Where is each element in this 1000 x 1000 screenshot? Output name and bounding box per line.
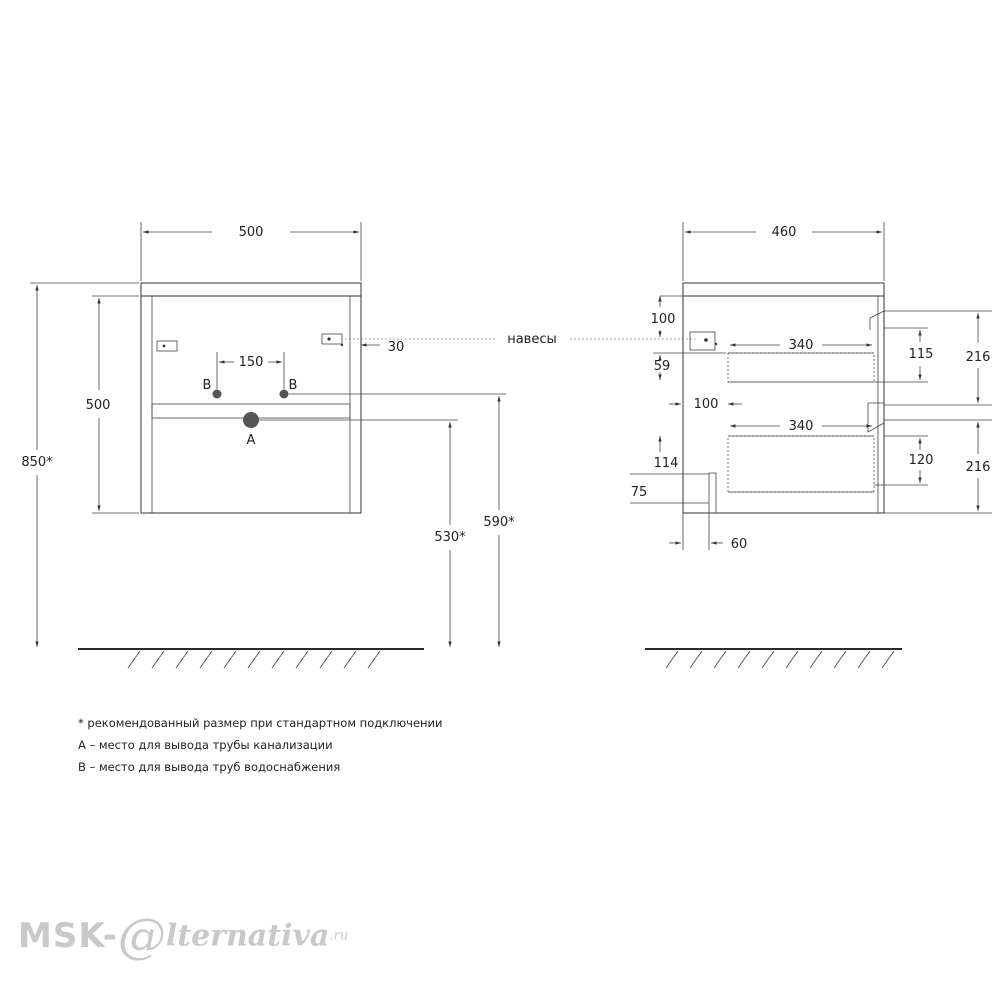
- side-view: 460 100 340 59 115 216 100 340: [630, 222, 992, 669]
- label-water-right: B: [289, 378, 298, 393]
- dim-upper-drawer-height: 115: [909, 347, 934, 362]
- front-cabinet-body: [140, 295, 362, 514]
- front-countertop: [140, 282, 362, 297]
- side-cabinet-body: [682, 295, 885, 514]
- front-floor-hatch: [127, 650, 381, 669]
- label-hooks: навесы: [507, 332, 557, 347]
- dim-total-height: 850*: [21, 455, 53, 470]
- dim-hook-drop: 100: [651, 312, 676, 327]
- front-view: 500 150 B B A 30 500 850* 530* 590*: [21, 222, 515, 669]
- upper-drawer: [727, 352, 875, 383]
- legend-notes: * рекомендованный размер при стандартном…: [78, 712, 443, 778]
- logo-tld: .ru: [329, 928, 349, 944]
- sewer-outlet: [243, 412, 259, 428]
- dim-hook-offset: 30: [388, 340, 405, 355]
- water-outlet-right: [279, 389, 289, 399]
- hook-plate-left: [156, 340, 178, 352]
- dim-sewer-height: 530*: [434, 530, 466, 545]
- dim-middle-gap: 100: [694, 397, 719, 412]
- label-water-left: B: [203, 378, 212, 393]
- dim-lower-left-1: 114: [654, 456, 679, 471]
- dim-lower-drawer-height: 120: [909, 453, 934, 468]
- note-water: В – место для вывода труб водоснабжения: [78, 760, 341, 774]
- watermark-logo: MSK-@lternativa.ru: [18, 908, 348, 964]
- dim-pipe-spacing: 150: [239, 355, 264, 370]
- dim-water-height: 590*: [483, 515, 515, 530]
- dim-body-height: 500: [86, 398, 111, 413]
- dim-lower-section: 216: [966, 460, 991, 475]
- dim-side-depth: 460: [772, 225, 797, 240]
- dim-upper-drawer-top: 59: [654, 359, 671, 374]
- side-hook-plate: [689, 331, 716, 351]
- side-floor-hatch: [665, 650, 895, 669]
- lower-drawer: [727, 435, 875, 493]
- label-sewer: A: [247, 433, 256, 448]
- water-outlet-left: [212, 389, 222, 399]
- dim-upper-section: 216: [966, 350, 991, 365]
- dim-front-width: 500: [239, 225, 264, 240]
- hook-plate-right: [321, 333, 343, 345]
- note-recommended: * рекомендованный размер при стандартном…: [78, 716, 443, 730]
- logo-part-1: MSK-: [18, 916, 118, 956]
- dim-upper-drawer-depth: 340: [789, 338, 814, 353]
- dim-lower-left-2: 75: [631, 485, 648, 500]
- side-countertop: [682, 282, 885, 297]
- note-sewer: А – место для вывода трубы канализации: [78, 738, 333, 752]
- logo-at: @: [117, 908, 166, 964]
- logo-part-2: lternativa: [165, 918, 330, 954]
- dim-lower-drawer-depth: 340: [789, 419, 814, 434]
- dim-back-offset: 60: [731, 537, 748, 552]
